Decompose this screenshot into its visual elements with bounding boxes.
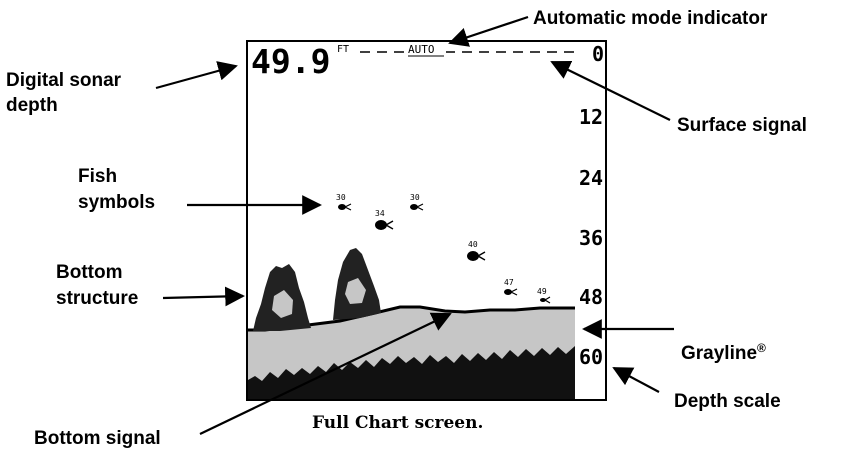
arrow-depth-scale — [612, 367, 660, 393]
fish-depth-label: 47 — [504, 278, 514, 287]
fish-depth-label: 34 — [375, 209, 385, 218]
callout-fish-1: Fish — [78, 166, 117, 187]
fish-symbol: 47 — [504, 278, 518, 296]
callout-bottom-structure-2: structure — [56, 288, 138, 309]
fish-symbol: 49 — [537, 287, 551, 304]
bottom-clutter — [248, 346, 575, 399]
callout-grayline: Grayline® — [681, 341, 766, 364]
arrow-surface-signal — [550, 60, 671, 121]
depth-unit: FT — [337, 44, 349, 55]
structure-right-highlight — [345, 278, 366, 304]
fish-depth-label: 49 — [537, 287, 547, 296]
arrow-bottom-signal — [199, 312, 452, 435]
scale-label-60: 60 — [579, 345, 603, 369]
digital-depth-value: 49.9 — [251, 42, 330, 81]
auto-mode-indicator: AUTO — [408, 43, 435, 56]
sonar-screen: 49.9 FT AUTO 0 12 24 36 48 60 30 34 — [246, 40, 607, 401]
fish-icon — [467, 251, 479, 261]
fish-depth-label: 30 — [410, 193, 420, 202]
callout-arrows — [155, 15, 674, 435]
callout-digital-depth-1: Digital sonar — [6, 70, 122, 91]
callout-surface-signal: Surface signal — [677, 115, 807, 136]
arrow-automatic-mode — [448, 15, 529, 47]
fish-symbol: 34 — [375, 209, 394, 230]
callout-bottom-signal: Bottom signal — [34, 428, 161, 449]
fish-depth-label: 30 — [336, 193, 346, 202]
scale-label-0: 0 — [592, 42, 604, 66]
fish-icon — [375, 220, 387, 230]
callout-fish-2: symbols — [78, 192, 155, 213]
fish-symbol: 30 — [336, 193, 352, 211]
fish-icon — [410, 204, 418, 210]
callout-depth-scale: Depth scale — [674, 391, 781, 412]
arrow-digital-depth — [155, 61, 238, 90]
depth-scale: 0 12 24 36 48 60 — [579, 42, 604, 369]
fish-symbol: 40 — [467, 240, 486, 261]
fish-icon — [338, 204, 346, 210]
arrow-bottom-structure — [162, 286, 245, 307]
scale-label-12: 12 — [579, 105, 603, 129]
figure-caption: Full Chart screen. — [312, 413, 483, 433]
scale-label-36: 36 — [579, 226, 603, 250]
fish-symbol: 30 — [410, 193, 424, 211]
callout-bottom-structure-1: Bottom — [56, 262, 122, 283]
fish-depth-label: 40 — [468, 240, 478, 249]
fish-icon — [504, 289, 512, 295]
scale-label-24: 24 — [579, 166, 603, 190]
fish-icon — [540, 298, 546, 302]
callout-automatic-mode: Automatic mode indicator — [533, 8, 768, 29]
callout-digital-depth-2: depth — [6, 95, 58, 116]
scale-label-48: 48 — [579, 285, 603, 309]
structure-left-highlight — [272, 290, 293, 318]
